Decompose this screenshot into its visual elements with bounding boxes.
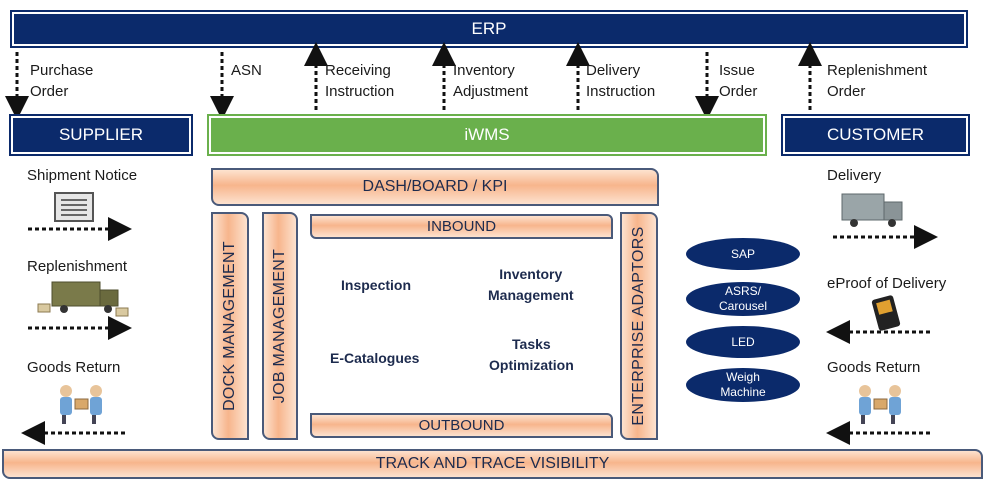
iwms-label: iWMS — [464, 125, 510, 144]
receiving-instruction-label: Receiving Instruction — [325, 62, 395, 100]
sap-oval: SAP — [686, 238, 800, 270]
erp-bar: ERP — [12, 12, 966, 46]
flow-arrows — [5, 42, 822, 120]
eproof-label: eProof of Delivery — [827, 275, 947, 292]
truck-icon — [37, 281, 129, 317]
job-management-bar: JOB MANAGEMENT — [262, 212, 298, 440]
delivery-label: Delivery — [827, 167, 882, 184]
tasks-optimization-label: Tasks Optimization — [489, 336, 574, 373]
outbound-bar: OUTBOUND — [310, 413, 613, 438]
delivery-truck-icon — [841, 193, 903, 227]
purchase-order-label: Purchase Order — [30, 62, 94, 100]
track-trace-bar: TRACK AND TRACE VISIBILITY — [2, 449, 983, 479]
shipment-notice-label: Shipment Notice — [27, 167, 138, 184]
ecatalogues-label: E-Catalogues — [330, 350, 420, 366]
track-trace-label: TRACK AND TRACE VISIBILITY — [375, 455, 610, 472]
supplier-box: SUPPLIER — [11, 116, 191, 154]
iwms-box: iWMS — [209, 116, 765, 154]
dock-management-bar: DOCK MANAGEMENT — [211, 212, 249, 440]
led-oval: LED — [686, 326, 800, 358]
phone-icon — [871, 295, 901, 331]
document-icon — [54, 192, 94, 222]
customer-goods-return-label: Goods Return — [827, 359, 921, 376]
customer-people-exchange-icon — [859, 385, 901, 424]
inbound-bar: INBOUND — [310, 214, 613, 239]
asrs-carousel-oval: ASRS/Carousel — [686, 282, 800, 316]
inventory-adjustment-label: Inventory Adjustment — [453, 62, 529, 100]
replenishment-order-label: Replenishment Order — [827, 62, 928, 100]
enterprise-adaptors-bar: ENTERPRISE ADAPTORS — [620, 212, 658, 440]
inspection-label: Inspection — [341, 277, 412, 293]
delivery-instruction-label: Delivery Instruction — [586, 62, 656, 100]
customer-box: CUSTOMER — [783, 116, 968, 154]
replenishment-label: Replenishment — [27, 258, 128, 275]
supplier-goods-return-label: Goods Return — [27, 359, 121, 376]
inbound-label: INBOUND — [426, 218, 497, 235]
dashboard-kpi-label: DASH/BOARD / KPI — [362, 178, 508, 195]
customer-label: CUSTOMER — [827, 125, 924, 144]
outbound-label: OUTBOUND — [418, 417, 505, 434]
dashboard-kpi-bar: DASH/BOARD / KPI — [211, 168, 659, 206]
erp-label: ERP — [471, 19, 507, 38]
issue-order-label: Issue Order — [719, 62, 758, 100]
inventory-management-label: Inventory Management — [488, 266, 574, 303]
people-exchange-icon — [60, 385, 102, 424]
supplier-label: SUPPLIER — [58, 125, 144, 144]
asn-label: ASN — [231, 62, 262, 79]
